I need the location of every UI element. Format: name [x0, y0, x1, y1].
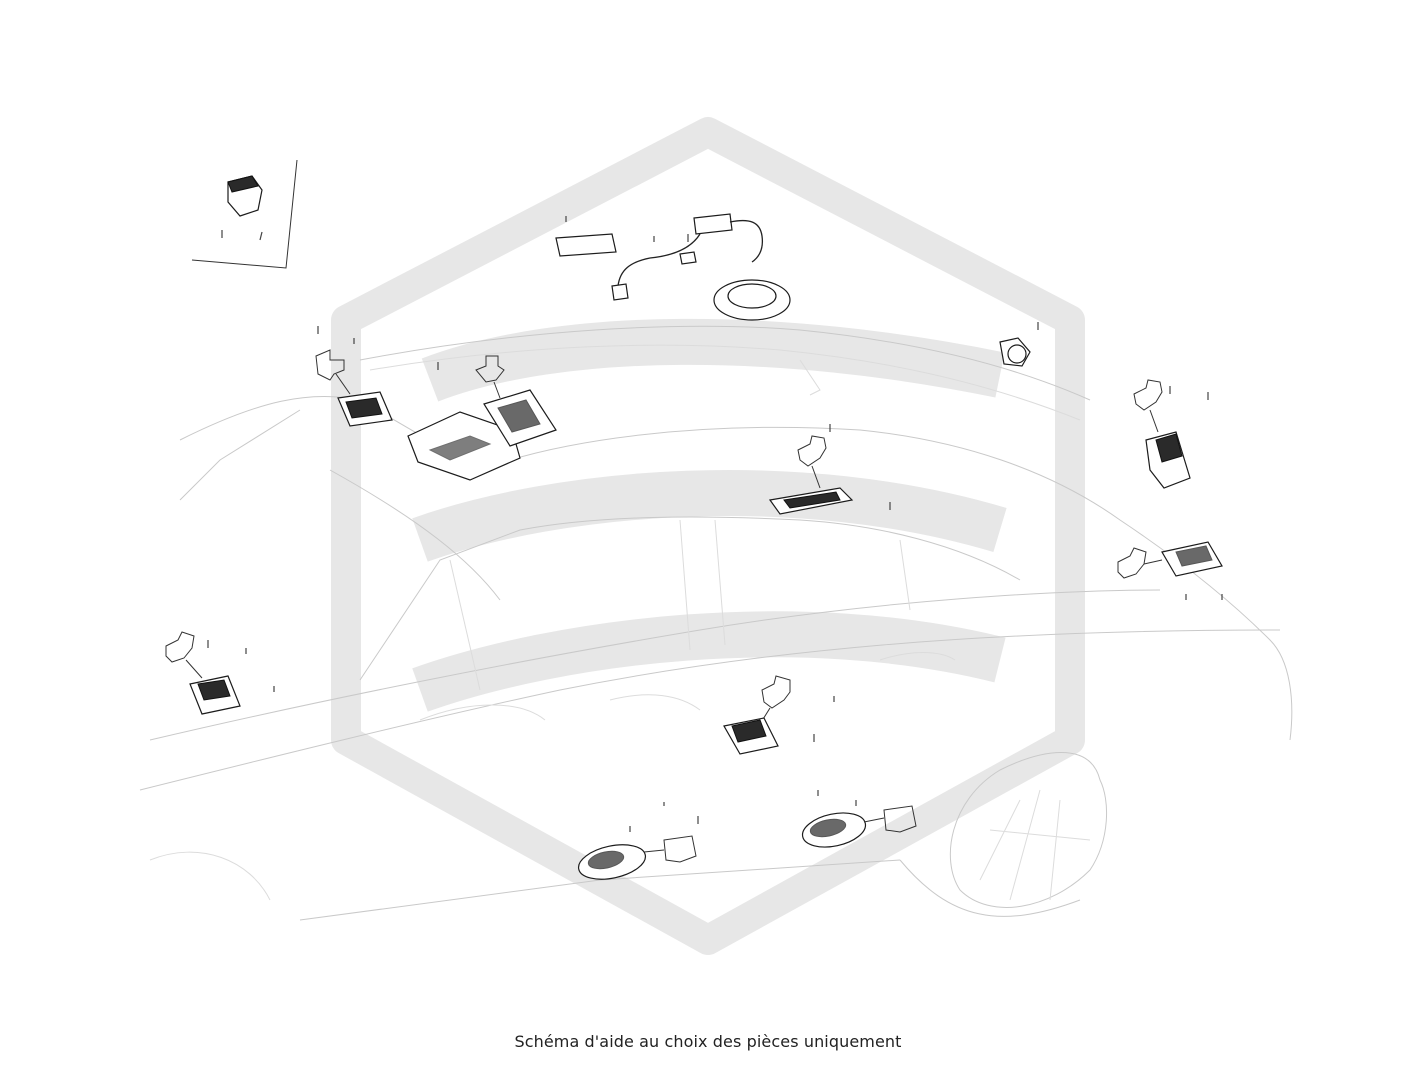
push-switch-part	[999, 322, 1039, 367]
front-sill-lamp-part	[577, 802, 699, 880]
rear-sill-lamp-part	[801, 790, 917, 848]
felt-pad-part	[555, 216, 617, 257]
overhead-console-part	[407, 355, 557, 481]
rear-right-lamp-part	[1117, 541, 1223, 600]
left-door-lamp-part	[165, 631, 275, 715]
front-left-lamp-part	[315, 326, 393, 427]
wiring-harness-sensor-part	[611, 213, 791, 321]
connector-module-part	[191, 159, 298, 269]
center-door-lamp-part	[723, 675, 835, 755]
vehicle-outline	[139, 325, 1293, 921]
watermark-logo	[331, 117, 1085, 955]
rear-tailgate-lamp-part	[1133, 379, 1209, 489]
center-roof-lamp-part	[768, 424, 891, 515]
diagram-caption: Schéma d'aide au choix des pièces unique…	[514, 1032, 902, 1051]
